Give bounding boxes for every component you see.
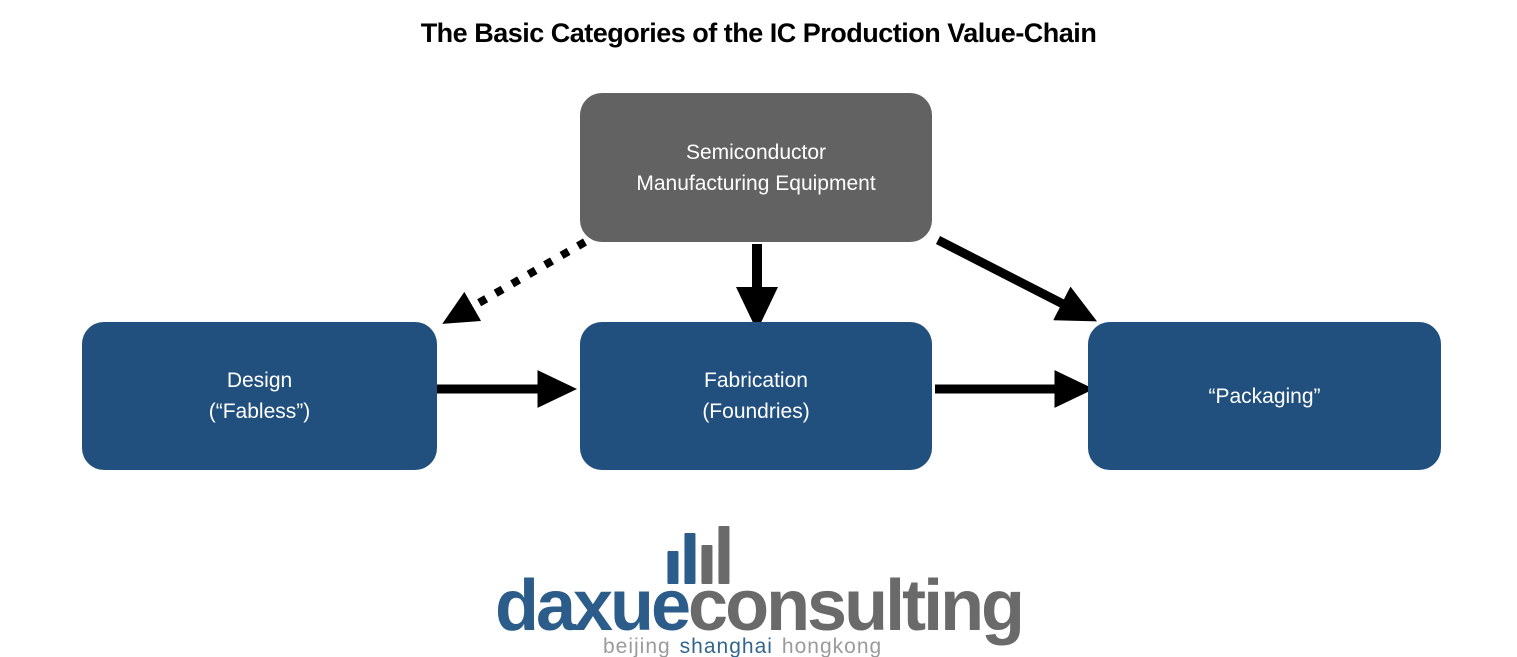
node-label-line: (“Fabless”) <box>208 400 311 423</box>
node-fabrication-foundries: Fabrication (Foundries) <box>580 322 932 470</box>
node-design-fabless: Design (“Fabless”) <box>82 322 437 470</box>
node-label-line: Manufacturing Equipment <box>636 171 876 195</box>
logo-tagline: beijing shanghai hongkong <box>603 636 882 657</box>
bar-chart-icon-bar <box>666 551 678 584</box>
diagram-title: The Basic Categories of the IC Productio… <box>420 18 1097 48</box>
daxue-consulting-logo: daxue consulting beijing shanghai hongko… <box>494 524 1025 657</box>
tagline-city-hongkong: hongkong <box>781 635 883 657</box>
node-label-line: Semiconductor <box>685 140 827 164</box>
logo-word-consulting: consulting <box>688 566 1025 646</box>
node-label-line: Fabrication <box>704 369 808 392</box>
tagline-city-beijing: beijing <box>602 635 671 657</box>
logo-wordmark: daxue consulting <box>494 566 1025 646</box>
node-label-line: Design <box>226 369 293 392</box>
bar-chart-icon-bar <box>700 545 712 584</box>
bar-chart-icon <box>666 524 729 584</box>
node-label-line: (Foundries) <box>702 400 810 423</box>
arrow-equipment-to-packaging <box>935 235 1098 322</box>
node-semiconductor-manufacturing-equipment: Semiconductor Manufacturing Equipment <box>580 93 932 242</box>
node-packaging: “Packaging” <box>1088 322 1441 470</box>
bar-chart-icon-bar <box>683 533 695 584</box>
arrow-equipment-to-design-dotted <box>442 238 587 324</box>
node-label-line: “Packaging” <box>1208 384 1321 408</box>
bar-chart-icon-bar <box>717 526 729 584</box>
tagline-city-shanghai: shanghai <box>679 635 773 657</box>
logo-word-daxue: daxue <box>494 566 691 646</box>
